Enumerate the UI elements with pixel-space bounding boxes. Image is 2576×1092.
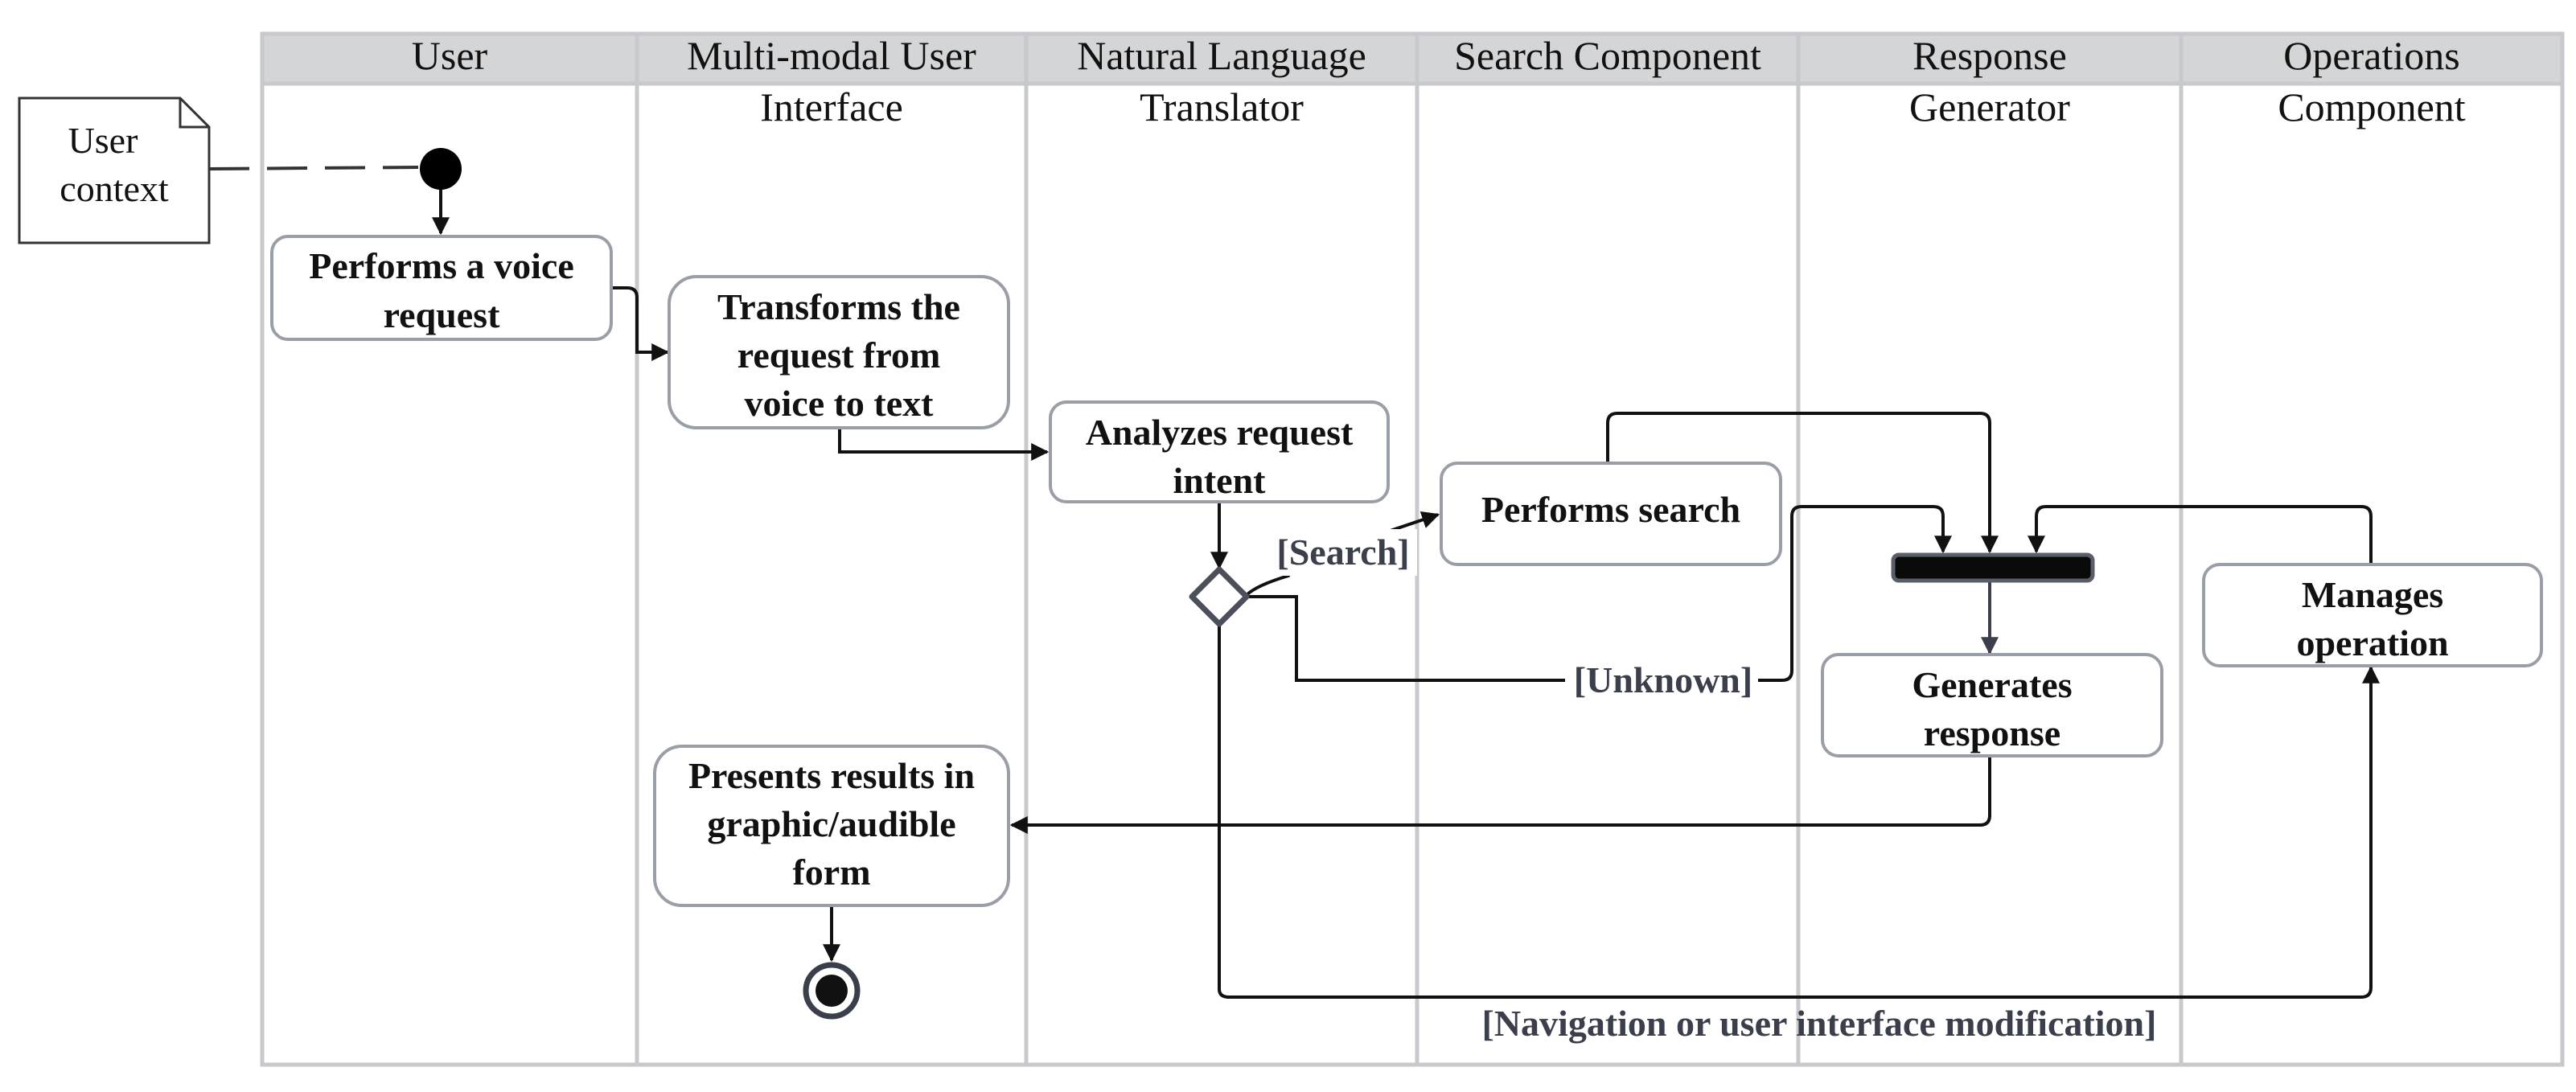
guard-unknown: [Unknown]: [1574, 659, 1752, 700]
action-label-line1: Performs a voice: [309, 245, 574, 286]
action-box: [1049, 400, 1390, 503]
action-label-line2: graphic/audible: [707, 803, 955, 844]
lane-user: [260, 31, 639, 1067]
decision-node: [1189, 566, 1250, 627]
note-shape: [18, 96, 211, 244]
action-present: Presents results in graphic/audible form: [653, 745, 1010, 907]
lane-title-user: User: [412, 33, 488, 78]
edge-transform-to-analyze: [838, 428, 1050, 461]
action-box: [2202, 563, 2543, 667]
lane-header-multimodal-ui: [635, 31, 1029, 86]
lane-titles: User Multi-modal User Interface Natural …: [412, 33, 2466, 129]
lane-header-operations: [2179, 31, 2565, 86]
action-analyze: Analyzes request intent: [1049, 400, 1390, 503]
action-label-line1: Manages: [2302, 574, 2443, 615]
action-label-line1: Analyzes request: [1086, 412, 1354, 453]
edge-unknown-to-fork: [1758, 505, 1952, 682]
guard-search: [Search]: [1276, 532, 1409, 573]
lane-title-operations-line2: Component: [2278, 84, 2465, 129]
edge-search-to-fork: [1606, 412, 1999, 554]
action-search: Performs search: [1440, 462, 1782, 566]
guard-labels: [Search] [Unknown] [Navigation or user i…: [1269, 529, 2156, 1044]
edge-request-to-transform: [611, 286, 670, 361]
action-label-line1: Generates: [1912, 664, 2072, 705]
action-voice-request: Performs a voice request: [270, 235, 613, 341]
action-label-line1: Transforms the: [717, 286, 960, 327]
lane-title-nl-translator-line2: Translator: [1140, 84, 1304, 129]
note-fold: [179, 98, 209, 129]
guard-unknown-bg: [1565, 658, 1758, 703]
action-label-line2: response: [1924, 712, 2060, 753]
action-label-line3: form: [792, 852, 870, 893]
edge-manage-to-fork: [2028, 505, 2373, 563]
lane-title-multimodal-ui: Multi-modal User: [687, 33, 976, 78]
guard-navigation: [Navigation or user interface modificati…: [1482, 1003, 2157, 1044]
initial-node: [420, 148, 462, 190]
guard-search-bg: [1269, 529, 1417, 576]
lane-header-search: [1415, 31, 1801, 86]
action-manage: Manages operation: [2202, 563, 2543, 667]
action-label-line2: intent: [1173, 460, 1267, 501]
action-transform: Transforms the request from voice to tex…: [668, 275, 1010, 429]
final-node-core: [816, 975, 848, 1007]
edge-decision-navigation: [1218, 621, 2380, 999]
lane-title-operations: Operations: [2283, 33, 2459, 78]
action-box: [1821, 653, 2163, 757]
action-box: [668, 275, 1010, 429]
user-context-note: User context: [18, 96, 211, 244]
action-label-line2: request: [384, 294, 500, 335]
note-text-line2: context: [60, 168, 169, 209]
action-label-line1: Presents results in: [688, 755, 975, 796]
action-box: [1440, 462, 1782, 566]
edge-generate-to-present: [1009, 756, 1991, 834]
action-label-line2: request from: [737, 335, 941, 376]
action-label-line3: voice to text: [745, 383, 935, 424]
fork-join-bar: [1891, 552, 2095, 583]
lane-title-multimodal-ui-line2: Interface: [760, 84, 903, 129]
lane-title-search: Search Component: [1454, 33, 1761, 78]
lane-header-user: [260, 31, 639, 86]
note-anchor-line: [208, 166, 419, 170]
lane-title-nl-translator: Natural Language: [1077, 33, 1366, 78]
final-node: [803, 962, 861, 1020]
edges: [208, 166, 2380, 999]
edge-decision-unknown: [1247, 595, 1565, 682]
action-box: [270, 235, 613, 341]
lane-header-nl-translator: [1024, 31, 1419, 86]
action-generate: Generates response: [1821, 653, 2163, 757]
action-label-line1: Performs search: [1481, 489, 1740, 530]
lane-title-response-line2: Generator: [1909, 84, 2070, 129]
action-box: [653, 745, 1010, 907]
note-text-line1: User: [68, 120, 138, 161]
lane-title-response: Response: [1912, 33, 2067, 78]
action-label-line2: operation: [2296, 622, 2448, 663]
